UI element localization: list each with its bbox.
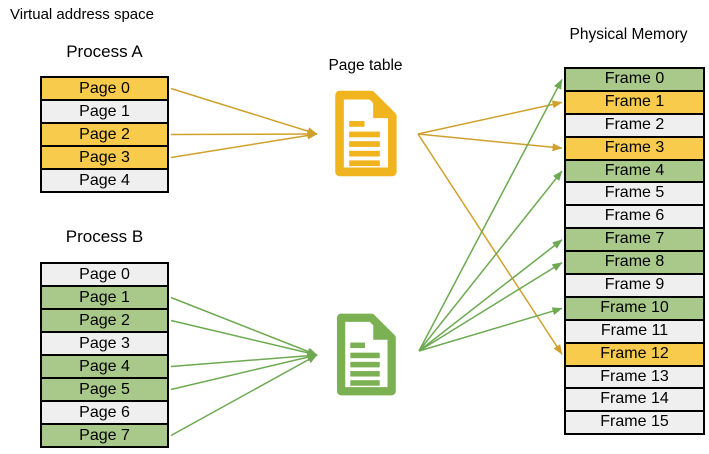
page-table-b-document-icon [331,311,399,403]
frame-cell: Frame 13 [566,366,703,390]
frame-cell: Frame 3 [566,137,703,161]
mapping-arrow [417,133,563,152]
frame-cell: Frame 10 [566,297,703,321]
frame-cell: Frame 1 [566,91,703,115]
process-b-page-cell: Page 3 [42,333,167,356]
mapping-arrow [170,131,318,159]
process-b-page-cell: Page 7 [42,425,167,446]
frame-cell: Frame 2 [566,114,703,138]
mapping-arrow [170,130,318,139]
process-b-title: Process B [65,227,144,246]
process-a-page-cell: Page 4 [42,170,167,191]
diagram-title: Virtual address space [10,6,154,23]
page-table-label: Page table [328,57,403,74]
mapping-arrow [170,351,318,368]
process-b-page-cell: Page 2 [42,310,167,333]
frame-cell: Frame 6 [566,206,703,230]
mapping-arrow [170,353,318,391]
frame-cell: Frame 0 [566,69,703,92]
process-b-page-cell: Page 1 [42,287,167,310]
mapping-arrow [418,170,563,352]
frame-cell: Frame 7 [566,229,703,253]
process-b-page-cell: Page 0 [42,264,167,287]
frame-cell: Frame 5 [566,183,703,207]
mapping-arrow [417,133,563,355]
frame-cell: Frame 14 [566,389,703,413]
process-a-page-cell: Page 0 [42,78,167,101]
process-a-title: Process A [66,42,143,61]
mapping-arrow [417,100,563,135]
mapping-arrow [418,307,563,352]
process-b-page-cell: Page 4 [42,356,167,379]
frame-cell: Frame 4 [566,160,703,184]
page-table-a-document-icon [329,89,400,183]
process-a-page-cell: Page 1 [42,101,167,124]
mapping-arrow [170,87,318,135]
mapping-arrow [418,79,563,352]
process-b-page-cell: Page 5 [42,379,167,402]
frame-cell: Frame 8 [566,252,703,276]
mapping-arrow [170,354,318,437]
frame-cell: Frame 15 [566,412,703,434]
process-b-page-cell: Page 6 [42,402,167,425]
process-a-page-cell: Page 3 [42,147,167,170]
mapping-arrow [170,296,318,356]
physical-memory-title: Physical Memory [569,26,688,43]
mapping-arrow [170,319,318,357]
frame-cell: Frame 12 [566,343,703,367]
frame-cell: Frame 9 [566,275,703,298]
process-a-page-cell: Page 2 [42,124,167,147]
mapping-arrow [418,262,563,352]
frame-cell: Frame 11 [566,320,703,344]
mapping-arrow [418,239,563,352]
